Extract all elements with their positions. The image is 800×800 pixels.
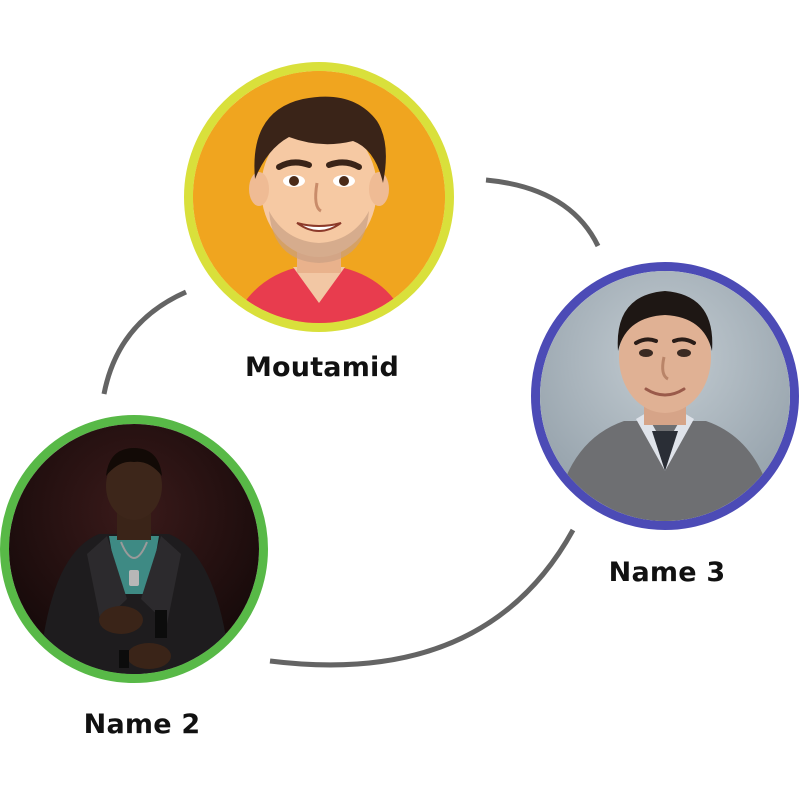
person-name-2: Name 2 [83, 709, 201, 740]
person-name-1: Moutamid [244, 352, 400, 383]
connector-arc-bottom [269, 528, 576, 668]
smiling-man-in-gray-sweater-photo-icon [540, 271, 790, 521]
person-name-3: Name 3 [608, 557, 726, 588]
connector-arc-top-right [485, 177, 601, 248]
avatar-name-2[interactable] [0, 415, 268, 683]
avatar-name-3[interactable] [531, 262, 799, 530]
man-in-dark-blazer-photo-icon [9, 424, 259, 674]
avatar-moutamid[interactable] [184, 62, 454, 332]
connector-arc-left [101, 289, 188, 395]
cartoon-man-avatar-icon [193, 71, 445, 323]
